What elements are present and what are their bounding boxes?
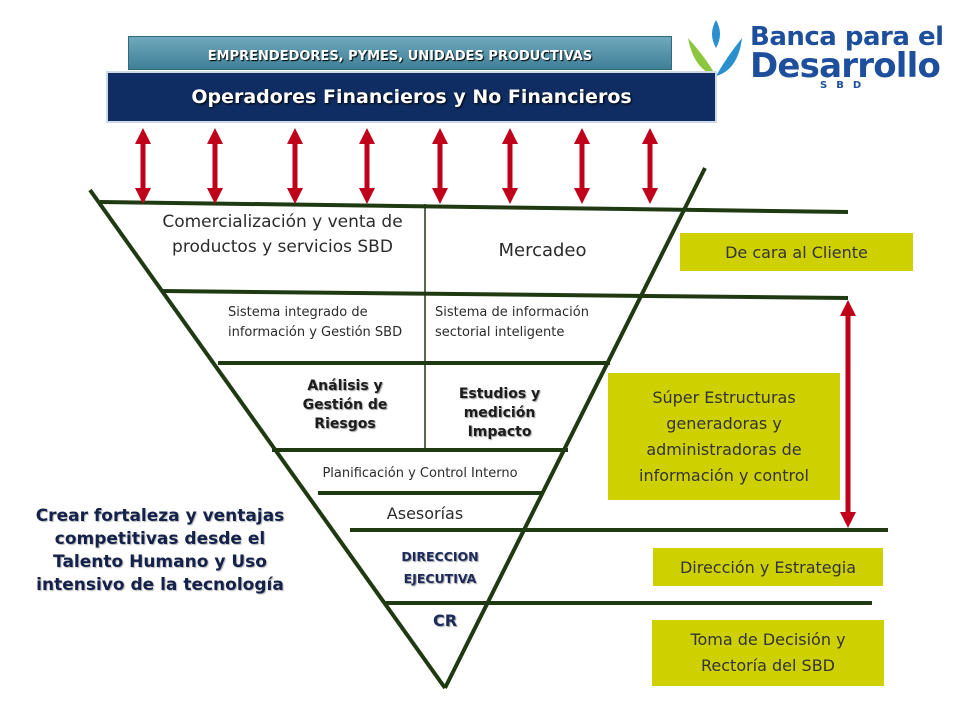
comercializacion-label: Comercialización y venta de productos y … [162,212,403,257]
direccion-ejecutiva-label: DIRECCION EJECUTIVA [401,549,479,586]
divider-2 [161,289,849,300]
talento-humano-statement: Crear fortaleza y ventajas competitivas … [35,506,285,595]
cliente-box: De cara al Cliente [680,233,913,271]
analisis-riesgos-label: Análisis y Gestión de Riesgos [302,378,388,432]
estudios-impacto-label: Estudios y medición Impacto [458,386,541,440]
mercadeo-label: Mercadeo [498,240,587,261]
logo-line-2: Desarrollo [750,46,941,86]
cr-label: CR [432,611,458,630]
planificacion-label: Planificación y Control Interno [322,466,518,481]
funnel-left-edge [88,188,447,690]
logo-leaf-icon [688,20,742,76]
direccion-estrategia-box: Dirección y Estrategia [653,548,883,586]
operators-bar: Operadores Financieros y No Financieros [106,71,717,123]
super-estructuras-box: Súper Estructuras generadoras y administ… [608,373,840,500]
divider-1 [99,200,849,214]
sistema-sectorial-label: Sistema de información sectorial intelig… [435,305,589,340]
logo-line-1: Banca para el [750,22,944,52]
beneficiaries-bar: EMPRENDEDORES, PYMES, UNIDADES PRODUCTIV… [128,36,672,70]
asesorias-label: Asesorías [386,504,464,523]
sistema-integrado-label: Sistema integrado de información y Gesti… [228,305,403,340]
toma-decision-box: Toma de Decisión y Rectoría del SBD [652,620,884,686]
arrow-group [134,127,857,529]
logo-line-3: SBD [820,80,871,91]
funnel-dividers [99,200,888,605]
